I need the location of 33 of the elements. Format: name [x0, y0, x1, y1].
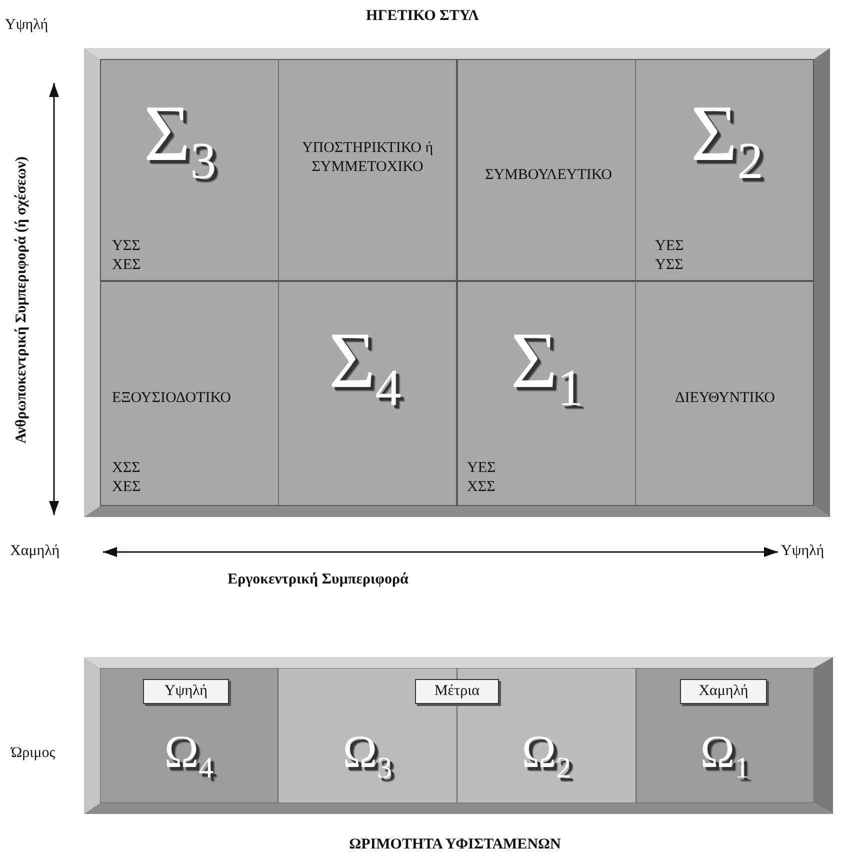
maturity-cell [636, 668, 814, 803]
section-title: ΩΡΙΜΟΤΗΤΑ ΥΦΙΣΤΑΜΕΝΩΝ [349, 836, 561, 854]
quadrant-symbol: Σ$_{2}$ [690, 94, 764, 192]
text-label: ΥΣΣ ΧΕΣ [112, 237, 142, 275]
matrix-quadrant [457, 281, 814, 506]
matrix-quadrant [457, 59, 814, 281]
matrix-quadrant [100, 281, 457, 506]
axis-label: Ώριμος [11, 745, 56, 762]
quadrant-symbol: Ω$_{3}$ [342, 728, 394, 786]
quadrant-symbol: Σ$_{1}$ [510, 321, 584, 420]
level-label: Μέτρια [415, 679, 499, 704]
text-label: ΕΞΟΥΣΙΟΔΟΤΙΚΟ [112, 389, 232, 408]
maturity-cell [100, 668, 278, 803]
text-label: ΧΣΣ ΧΕΣ [112, 459, 142, 497]
quadrant-symbol: Ω$_{1}$ [699, 728, 751, 786]
style-label: ΔΙΕΥΘΥΝΤΙΚΟ [674, 389, 776, 408]
level-label: Υψηλή [143, 679, 229, 704]
quadrant-symbol: Σ$_{4}$ [328, 321, 402, 420]
axis-label: Υψηλή [781, 543, 824, 560]
quadrant-symbol: Σ$_{3}$ [142, 94, 218, 192]
axis-title: Ανθρωποκεντρική Συμπεριφορά (ή σχέσεων) [14, 156, 30, 444]
text-label: ΥΕΣ ΧΣΣ [467, 459, 497, 497]
axis-title: Εργοκεντρική Συμπεριφορά [228, 572, 408, 588]
quadrant-symbol: Ω$_{4}$ [163, 728, 215, 786]
text-label: ΥΕΣ ΥΣΣ [655, 237, 685, 275]
quadrant-symbol: Ω$_{2}$ [520, 728, 572, 786]
style-label: ΥΠΟΣΤΗΡΙΚΤΙΚΟ ή ΣΥΜΜΕΤΟΧΙΚΟ [300, 139, 434, 177]
style-label: ΣΥΜΒΟΥΛΕΥΤΙΚΟ [484, 166, 614, 185]
axis-label: Υψηλή [5, 17, 48, 34]
level-label: Χαμηλή [680, 679, 767, 704]
matrix-quadrant [100, 59, 457, 281]
diagram-title: ΗΓΕΤΙΚΟ ΣΤΥΛ [365, 8, 480, 25]
axis-label: Χαμηλή [10, 543, 60, 560]
